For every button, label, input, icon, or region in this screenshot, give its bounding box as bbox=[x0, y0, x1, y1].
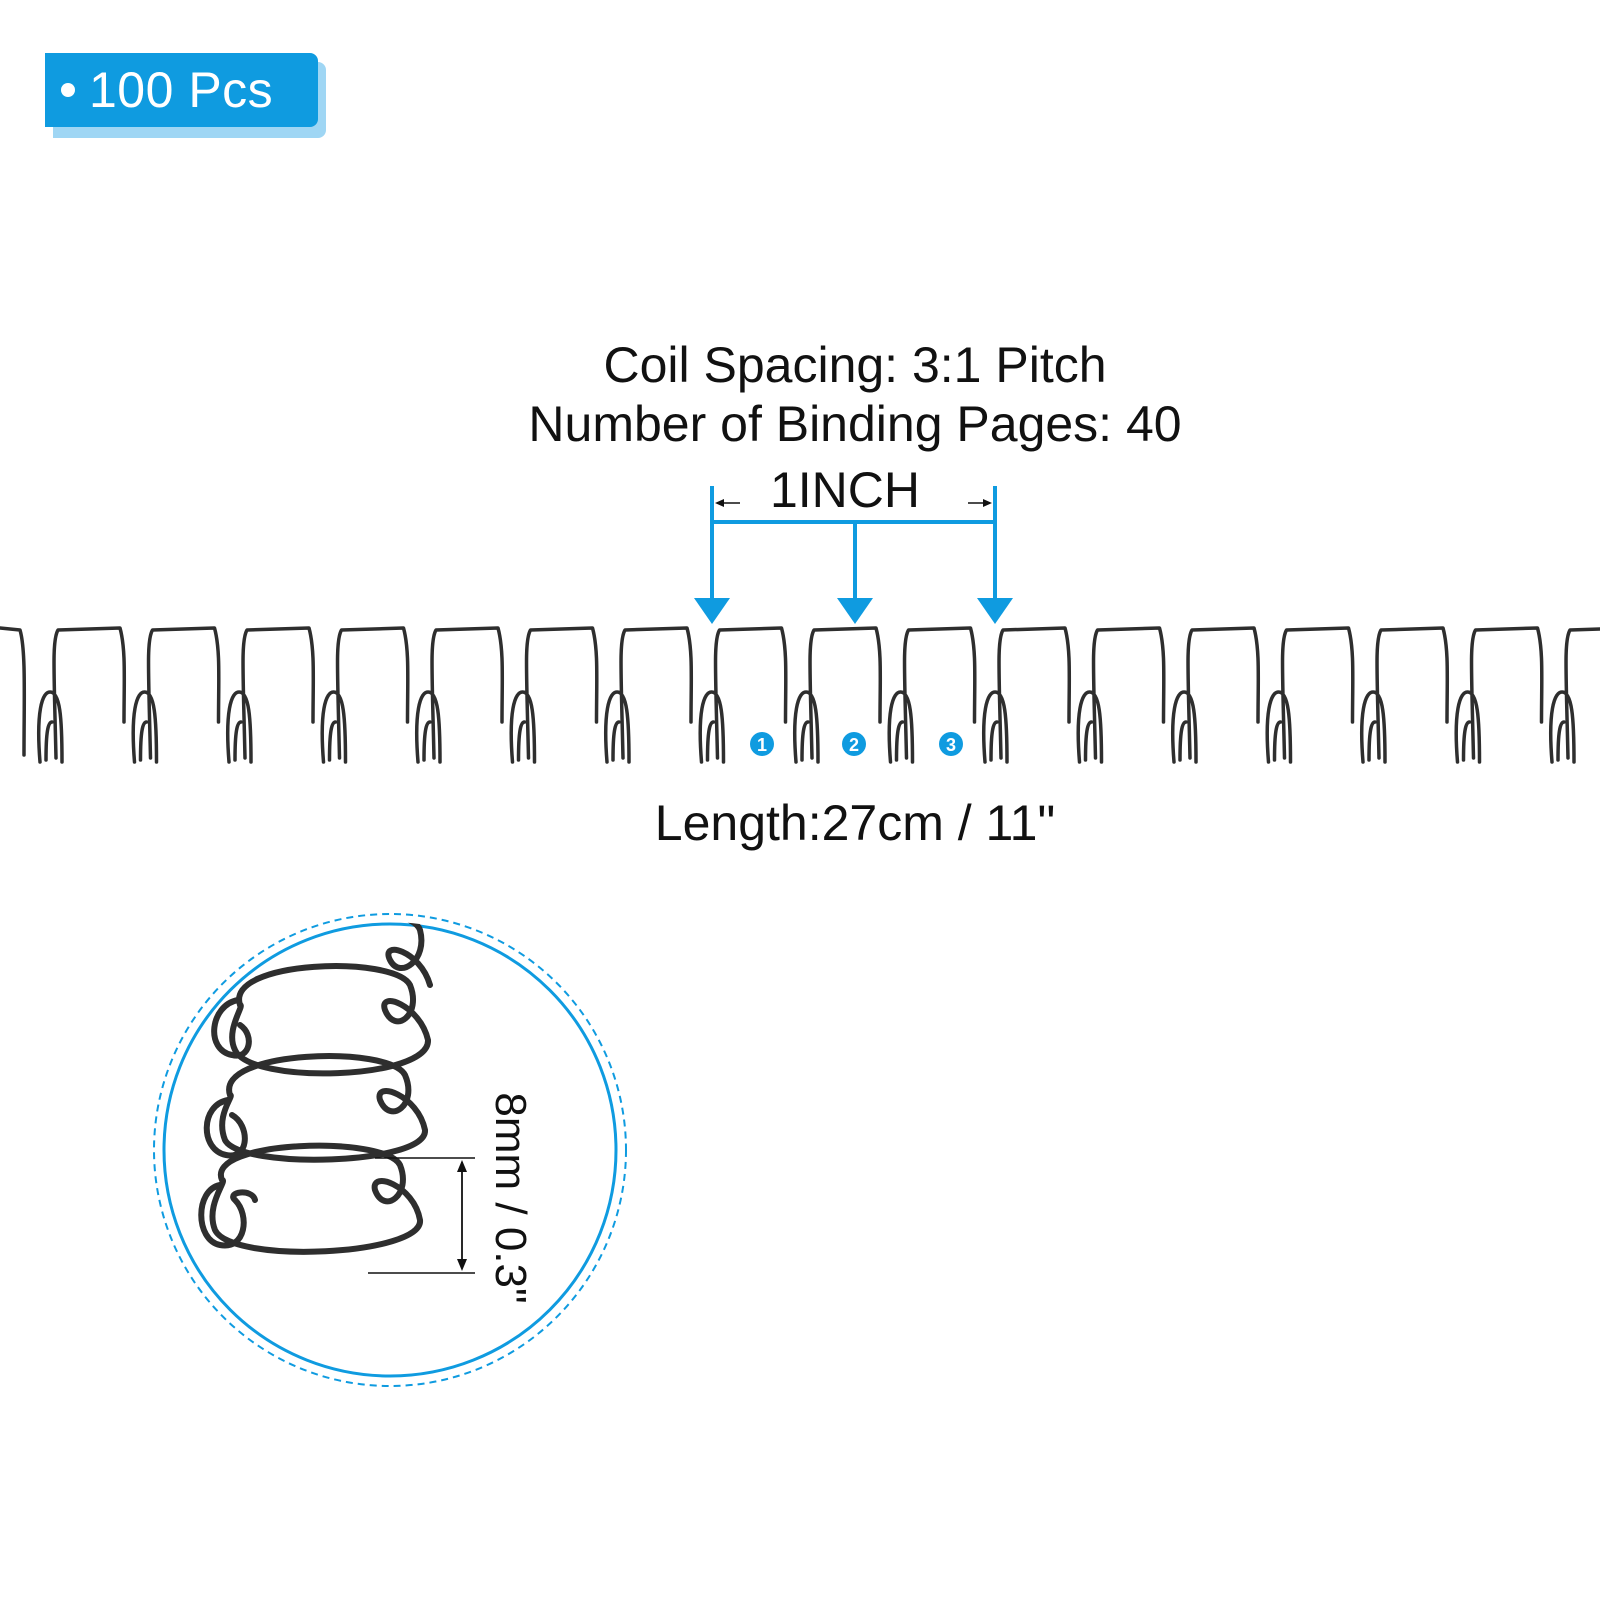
pitch-markers: 1 2 3 bbox=[750, 732, 963, 756]
marker-3: 3 bbox=[939, 732, 963, 756]
svg-text:3: 3 bbox=[946, 735, 956, 755]
svg-text:1: 1 bbox=[757, 735, 767, 755]
binding-pages-text: Number of Binding Pages: 40 bbox=[528, 396, 1182, 452]
detail-circle bbox=[153, 913, 627, 1387]
diameter-dimension bbox=[368, 1157, 475, 1274]
coil-spacing-text: Coil Spacing: 3:1 Pitch bbox=[603, 337, 1107, 393]
quantity-label: 100 Pcs bbox=[89, 62, 274, 118]
svg-text:2: 2 bbox=[849, 735, 859, 755]
pitch-dimension-bracket bbox=[694, 486, 1013, 624]
closed-coil-detail bbox=[198, 922, 433, 1255]
length-text: Length:27cm / 11" bbox=[654, 795, 1056, 851]
wire-coil-path bbox=[0, 626, 1600, 764]
span-arrows bbox=[715, 499, 992, 507]
marker-2: 2 bbox=[842, 732, 866, 756]
bullet-dot bbox=[61, 83, 75, 97]
wire-binding-strip bbox=[0, 626, 1600, 764]
pitch-span-label: 1INCH bbox=[769, 462, 921, 518]
marker-1: 1 bbox=[750, 732, 774, 756]
diameter-text: 8mm / 0.3" bbox=[486, 1092, 535, 1304]
quantity-badge: 100 Pcs bbox=[45, 53, 318, 127]
